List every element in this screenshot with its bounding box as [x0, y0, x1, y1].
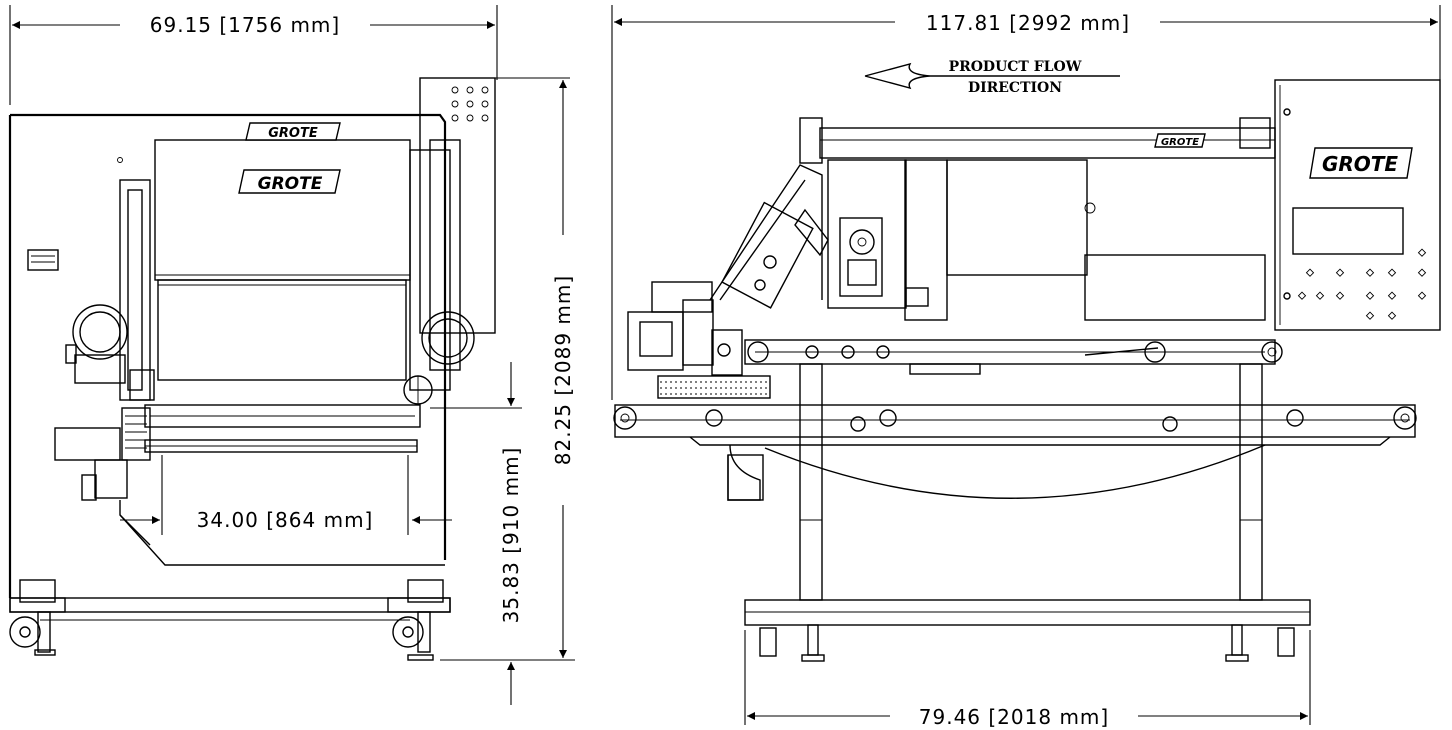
svg-text:79.46 [2018 mm]: 79.46 [2018 mm]	[919, 705, 1109, 729]
grote-logo-beam: GROTE	[1154, 133, 1206, 148]
svg-text:PRODUCT FLOW: PRODUCT FLOW	[949, 59, 1082, 75]
panel-holes	[451, 86, 489, 122]
dim-side-width: 117.81 [2992 mm]	[611, 5, 1441, 400]
dim-base-width: 79.46 [2018 mm]	[744, 630, 1311, 729]
base-frame	[744, 599, 1311, 626]
svg-text:34.00 [864 mm]: 34.00 [864 mm]	[197, 508, 374, 532]
svg-text:GROTE: GROTE	[268, 126, 318, 141]
right-motor	[403, 311, 475, 405]
dim-conveyor-height: 35.83 [910 mm]	[430, 362, 523, 705]
perforated-plate	[657, 375, 771, 399]
svg-text:117.81 [2992 mm]: 117.81 [2992 mm]	[926, 11, 1130, 35]
dim-inner-width: 34.00 [864 mm]	[120, 455, 452, 535]
right-caster	[387, 579, 451, 661]
svg-text:69.15 [1756 mm]: 69.15 [1756 mm]	[150, 13, 340, 37]
dim-front-width: 69.15 [1756 mm]	[9, 5, 498, 105]
product-flow-indicator: PRODUCT FLOW DIRECTION	[864, 59, 1120, 96]
front-view: GROTE GROTE	[8, 77, 496, 661]
grote-logo-top: GROTE	[245, 122, 341, 141]
svg-text:GROTE: GROTE	[1161, 137, 1199, 148]
left-motor	[65, 304, 128, 384]
svg-text:35.83 [910 mm]: 35.83 [910 mm]	[499, 447, 523, 624]
svg-text:GROTE: GROTE	[1322, 152, 1398, 176]
side-view: GROTE	[613, 79, 1441, 662]
left-caster	[9, 579, 66, 656]
grote-logo-housing: GROTE	[238, 169, 341, 194]
grote-logo-cabinet: GROTE	[1309, 147, 1413, 179]
dim-total-height: 82.25 [2089 mm]	[440, 77, 575, 661]
cabinet-buttons	[1297, 248, 1427, 320]
small-label-plate	[27, 249, 59, 271]
cabinet-display	[1292, 207, 1404, 255]
svg-text:GROTE: GROTE	[258, 174, 323, 194]
svg-text:DIRECTION: DIRECTION	[968, 80, 1062, 96]
svg-text:82.25 [2089 mm]: 82.25 [2089 mm]	[551, 275, 575, 465]
